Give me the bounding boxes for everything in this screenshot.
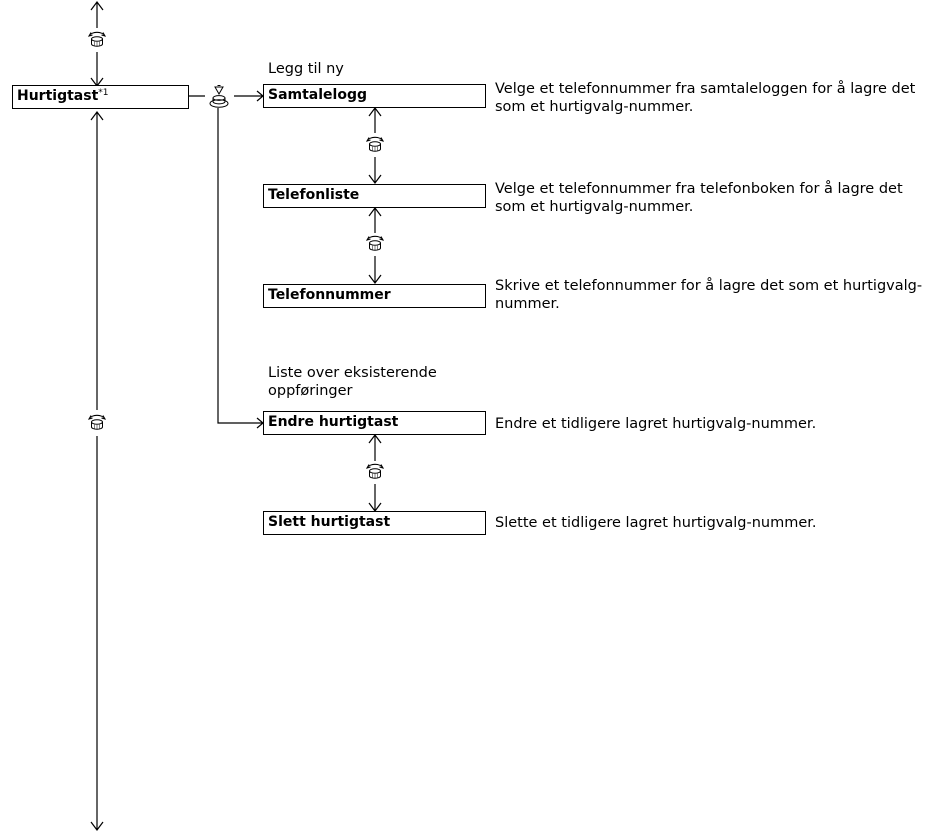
root-label: Hurtigtast [17,88,99,104]
press-knob-icon [209,85,229,108]
footnote-marker: *1 [98,88,109,98]
group-label-existing: Liste over eksisterende oppføringer [268,365,437,399]
rotate-knob-icon [366,463,384,479]
rotate-knob-icon [366,235,384,251]
rotate-knob-icon [88,414,106,430]
rotate-knob-icon [88,31,106,47]
description-telefonnummer: Skrive et telefonnummer for å lagre det … [495,278,923,312]
rotate-knob-icon [366,136,384,152]
menu-box-endre-hurtigtast: Endre hurtigtast [263,411,486,435]
menu-box-slett-hurtigtast: Slett hurtigtast [263,511,486,535]
menu-box-telefonnummer: Telefonnummer [263,284,486,308]
menu-box-telefonliste: Telefonliste [263,184,486,208]
description-telefonliste: Velge et telefonnummer fra telefonboken … [495,181,903,215]
root-menu-box: Hurtigtast*1 [12,85,189,109]
group-label-add-new: Legg til ny [268,61,344,77]
menu-box-samtalelogg: Samtalelogg [263,84,486,108]
description-endre-hurtigtast: Endre et tidligere lagret hurtigvalg-num… [495,416,817,432]
description-samtalelogg: Velge et telefonnummer fra samtaleloggen… [495,81,916,115]
description-slett-hurtigtast: Slette et tidligere lagret hurtigvalg-nu… [495,515,817,531]
